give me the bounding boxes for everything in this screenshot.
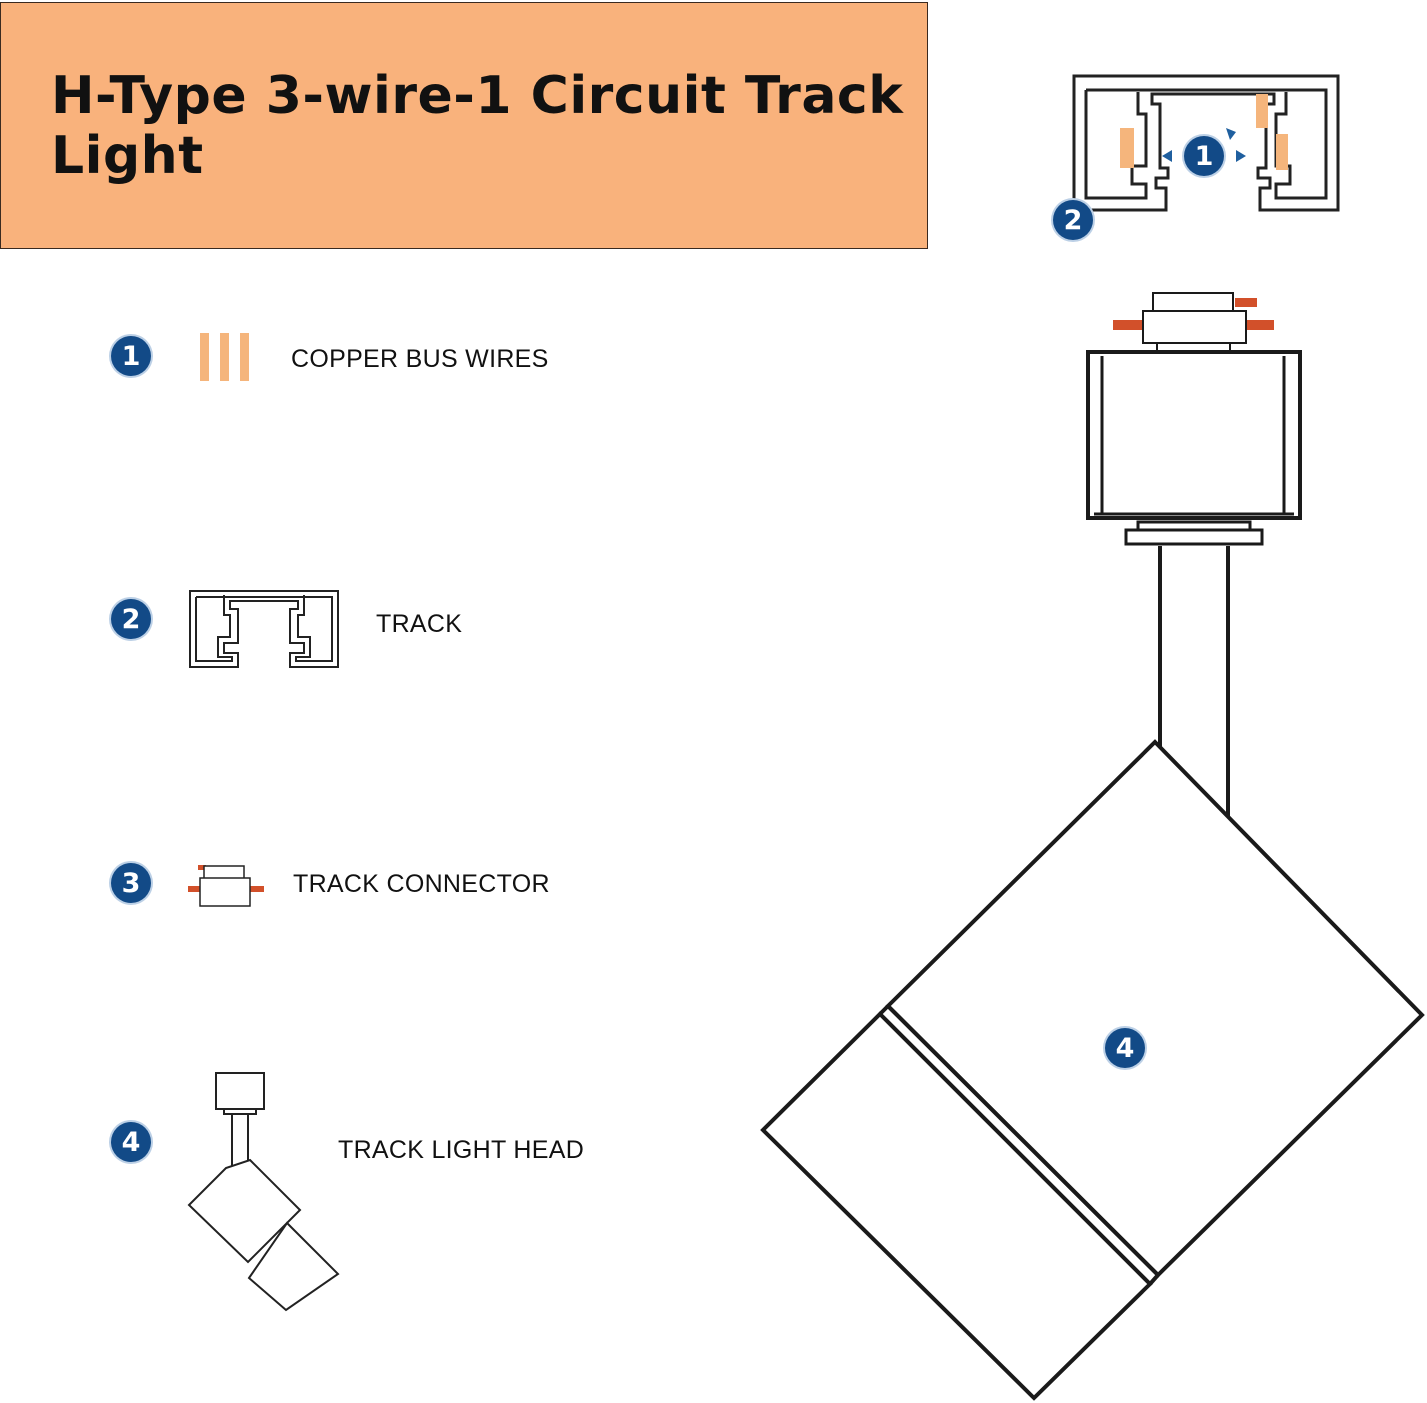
legend-badge-1: 1	[111, 336, 151, 376]
title-banner: H-Type 3-wire-1 Circuit Track Light	[0, 2, 928, 249]
track-light-head-icon	[187, 1072, 340, 1312]
copper-bus-wires-icon	[200, 333, 249, 381]
legend-label-track-light-head: TRACK LIGHT HEAD	[338, 1136, 585, 1164]
legend-badge-2: 2	[111, 599, 151, 639]
diagram-callout-light-head: 4	[1105, 1028, 1145, 1068]
legend-label-copper-bus-wires: COPPER BUS WIRES	[291, 345, 549, 373]
legend-badge-4: 4	[111, 1122, 151, 1162]
track-light-head-diagram	[760, 292, 1425, 1401]
legend-label-track-connector: TRACK CONNECTOR	[293, 870, 550, 898]
diagram-callout-track: 2	[1053, 200, 1093, 240]
legend-label-track: TRACK	[376, 610, 463, 638]
diagram-callout-bus-wires: 1	[1184, 136, 1224, 176]
track-connector-icon	[188, 865, 264, 907]
track-cross-section-diagram	[1072, 74, 1340, 212]
page-title: H-Type 3-wire-1 Circuit Track Light	[51, 65, 904, 186]
track-profile-icon	[189, 590, 339, 668]
legend-badge-3: 3	[111, 863, 151, 903]
